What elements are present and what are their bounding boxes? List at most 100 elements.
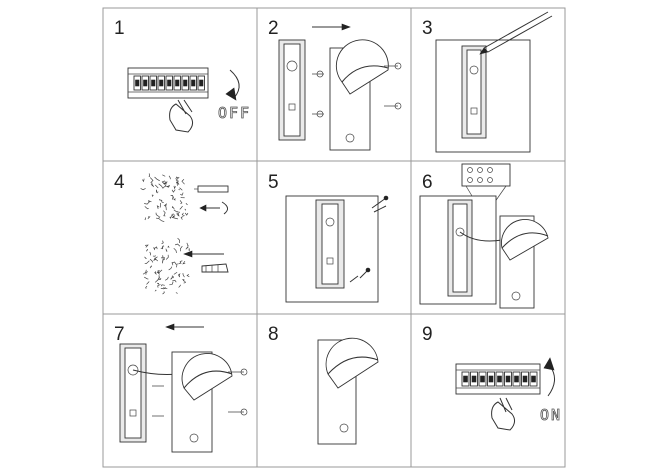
terminal-block-icon bbox=[461, 163, 511, 227]
masonry-speck bbox=[168, 266, 173, 271]
masonry-speck bbox=[179, 205, 183, 210]
masonry-texture bbox=[140, 173, 189, 223]
masonry-speck bbox=[179, 260, 183, 264]
masonry-speck bbox=[175, 176, 179, 180]
insert-arrow-icon bbox=[183, 250, 224, 258]
panel-step-8: 8 bbox=[268, 324, 379, 445]
step-number: 7 bbox=[114, 324, 125, 345]
masonry-speck bbox=[158, 277, 162, 280]
drill-arrow-icon bbox=[199, 201, 228, 215]
masonry-speck bbox=[165, 276, 169, 281]
masonry-speck bbox=[179, 245, 183, 252]
breaker-handle bbox=[488, 375, 494, 383]
masonry-speck bbox=[162, 174, 166, 177]
masonry-speck bbox=[162, 180, 166, 183]
wall-plug-icon bbox=[201, 263, 229, 273]
breaker-handle bbox=[505, 375, 511, 383]
masonry-speck bbox=[146, 281, 150, 285]
masonry-speck bbox=[169, 215, 173, 219]
screw-icon bbox=[152, 385, 164, 417]
panel-step-6: 6 bbox=[419, 163, 549, 309]
masonry-speck bbox=[148, 173, 151, 177]
screwdriver-icon bbox=[349, 205, 387, 283]
masonry-speck bbox=[170, 195, 175, 199]
masonry-speck bbox=[157, 191, 159, 194]
masonry-speck bbox=[144, 256, 147, 259]
masonry-speck bbox=[178, 273, 181, 277]
masonry-speck bbox=[157, 270, 160, 274]
breaker-handle bbox=[135, 79, 140, 87]
masonry-speck bbox=[178, 284, 181, 288]
screw-icon bbox=[384, 62, 402, 110]
masonry-speck bbox=[144, 206, 149, 210]
masonry-speck bbox=[163, 215, 166, 217]
breaker-handle bbox=[463, 375, 468, 383]
step-number: 4 bbox=[114, 172, 125, 193]
screw-icon bbox=[312, 70, 324, 118]
masonry-speck bbox=[180, 216, 184, 220]
breaker-handle bbox=[471, 375, 477, 383]
breaker-handle bbox=[151, 79, 156, 87]
wall-lamp-body bbox=[171, 351, 233, 453]
masonry-speck bbox=[142, 269, 147, 275]
panel-step-7: 7 bbox=[114, 323, 248, 453]
masonry-speck bbox=[144, 276, 149, 280]
masonry-speck bbox=[171, 261, 177, 265]
masonry-speck bbox=[171, 189, 176, 193]
masonry-speck bbox=[175, 176, 180, 182]
hand-icon bbox=[169, 99, 194, 133]
mounting-bracket bbox=[278, 39, 306, 141]
masonry-speck bbox=[163, 210, 166, 216]
masonry-speck bbox=[163, 256, 165, 260]
masonry-speck bbox=[154, 184, 159, 189]
mounting-bracket bbox=[315, 199, 345, 289]
masonry-speck bbox=[145, 271, 148, 275]
masonry-speck bbox=[168, 175, 171, 180]
rotate-arrow-icon bbox=[225, 69, 240, 101]
masonry-speck bbox=[173, 209, 179, 213]
masonry-speck bbox=[163, 203, 167, 207]
masonry-speck bbox=[176, 181, 180, 185]
masonry-speck bbox=[174, 217, 179, 220]
masonry-speck bbox=[165, 181, 168, 184]
masonry-speck bbox=[149, 258, 154, 263]
breaker-handle bbox=[199, 79, 204, 87]
breaker-handle bbox=[175, 79, 180, 87]
wall-lamp-body bbox=[499, 215, 549, 309]
masonry-speck bbox=[181, 212, 185, 217]
masonry-speck bbox=[165, 254, 169, 260]
breaker-handle bbox=[497, 375, 502, 383]
masonry-speck bbox=[154, 271, 157, 276]
masonry-speck bbox=[182, 279, 185, 282]
masonry-speck bbox=[147, 216, 151, 220]
masonry-speck bbox=[161, 245, 165, 248]
breaker-handle bbox=[480, 375, 485, 383]
step-number: 6 bbox=[422, 172, 433, 193]
breaker-handle bbox=[531, 375, 536, 383]
masonry-speck bbox=[158, 183, 164, 189]
masonry-speck bbox=[154, 289, 157, 292]
step-number: 1 bbox=[114, 18, 125, 39]
panel-step-1: 1 OFF bbox=[114, 18, 249, 133]
masonry-speck bbox=[149, 265, 153, 269]
masonry-speck bbox=[149, 251, 151, 256]
step-number: 2 bbox=[268, 18, 279, 39]
mounting-bracket bbox=[119, 343, 147, 443]
masonry-speck bbox=[173, 271, 178, 275]
step-number: 8 bbox=[268, 324, 279, 345]
panel-step-5: 5 bbox=[268, 172, 389, 303]
masonry-speck bbox=[158, 218, 165, 223]
masonry-speck bbox=[160, 246, 164, 250]
masonry-speck bbox=[177, 237, 180, 244]
masonry-speck bbox=[172, 279, 177, 283]
screw-icon bbox=[359, 195, 389, 279]
masonry-speck bbox=[144, 201, 150, 205]
masonry-speck bbox=[144, 217, 147, 221]
masonry-speck bbox=[156, 205, 160, 209]
step-number: 3 bbox=[422, 18, 433, 39]
masonry-speck bbox=[182, 260, 186, 265]
breaker-handle bbox=[167, 79, 172, 87]
switch-state-label: ON bbox=[540, 406, 562, 424]
masonry-speck bbox=[162, 185, 168, 188]
